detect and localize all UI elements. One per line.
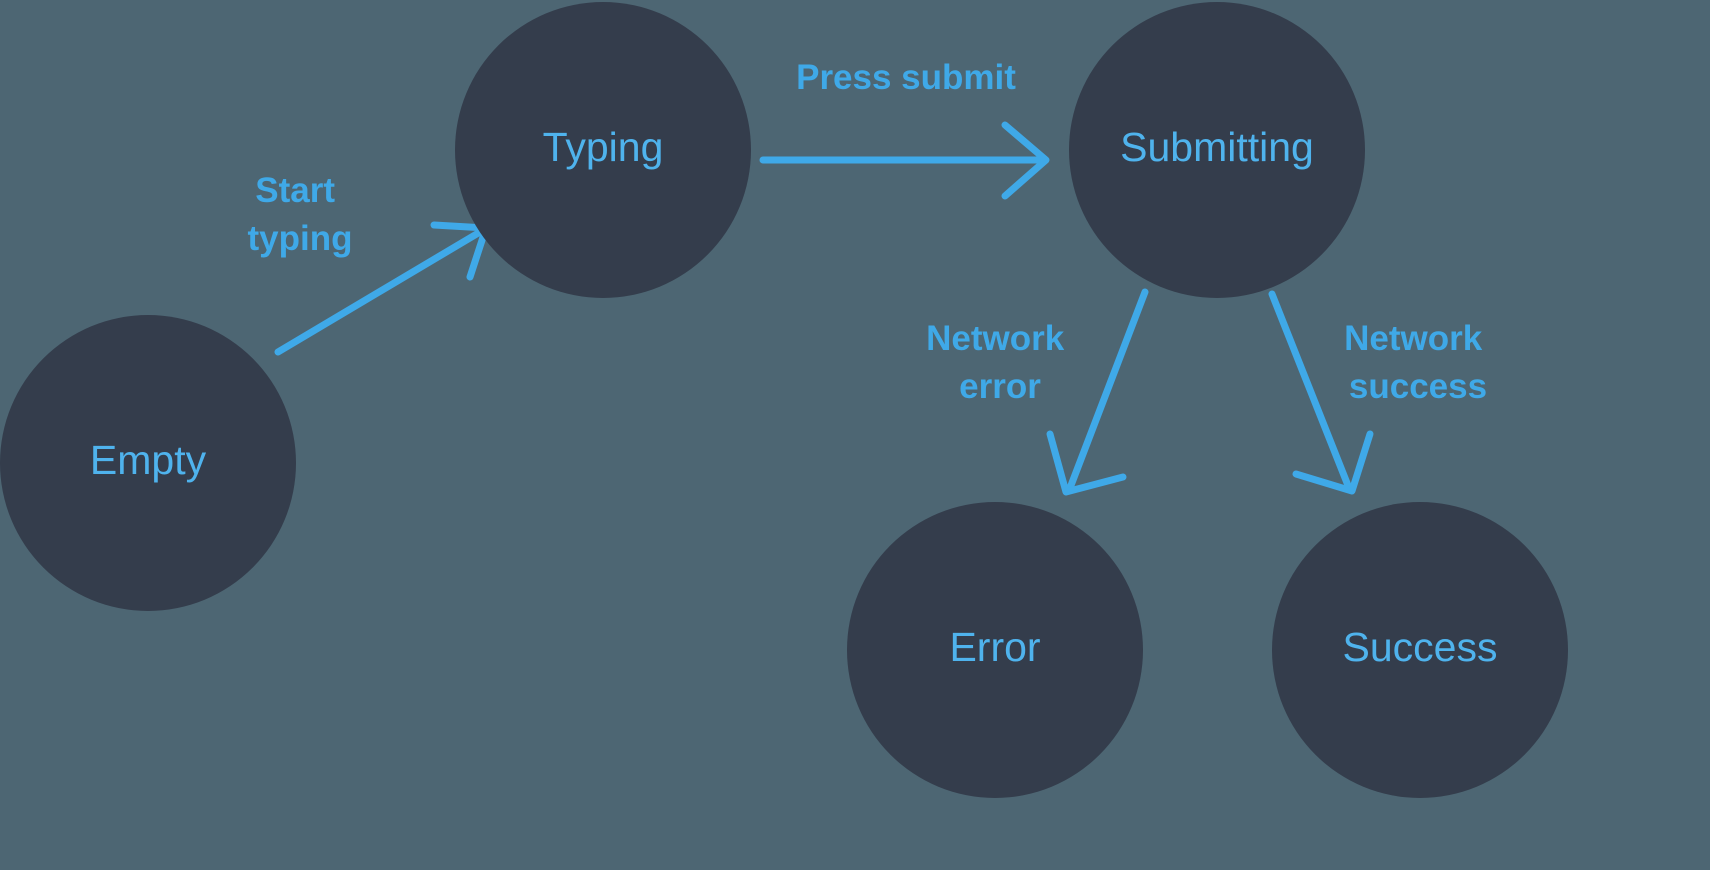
transition-label-line: success [1349, 367, 1487, 406]
transition-label-press-submit: Press submit [796, 58, 1016, 97]
state-label-error: Error [949, 624, 1040, 670]
nodes-layer: Empty Typing Submitting Error Success [0, 2, 1568, 798]
state-node-typing[interactable]: Typing [455, 2, 751, 298]
state-circle [847, 502, 1143, 798]
state-circle [1272, 502, 1568, 798]
transition-press-submit[interactable]: Press submit [759, 58, 1050, 200]
transition-label-line: Press submit [796, 58, 1016, 97]
state-node-submitting[interactable]: Submitting [1069, 2, 1365, 298]
state-circle [1069, 2, 1365, 298]
transition-label-line: Network [926, 319, 1065, 358]
state-label-success: Success [1343, 624, 1498, 670]
transition-line [1268, 290, 1353, 492]
state-circle [0, 315, 296, 611]
transition-label-line: Network [1344, 319, 1483, 358]
transition-label-network-success: Network success [1344, 319, 1492, 406]
transition-network-success[interactable]: Network success [1268, 290, 1492, 495]
state-node-error[interactable]: Error [847, 502, 1143, 798]
transition-label-line: typing [248, 219, 353, 258]
state-label-submitting: Submitting [1120, 124, 1314, 170]
state-label-empty: Empty [90, 437, 207, 483]
state-label-typing: Typing [543, 124, 664, 170]
arrowhead-icon [1001, 121, 1050, 200]
arrowhead-icon [1292, 430, 1374, 495]
transition-network-error[interactable]: Network error [926, 288, 1149, 496]
transition-start-typing[interactable]: Start typing [248, 171, 490, 356]
transition-line [274, 228, 484, 356]
edges-layer: Start typing Press submit Network error [248, 58, 1492, 496]
transition-label-line: Start [255, 171, 335, 210]
transition-line [1066, 288, 1149, 492]
state-circle [455, 2, 751, 298]
transition-label-network-error: Network error [926, 319, 1074, 406]
arrowhead-icon [1046, 430, 1127, 496]
transition-label-start-typing: Start typing [248, 171, 353, 258]
state-node-success[interactable]: Success [1272, 502, 1568, 798]
transition-label-line: error [959, 367, 1041, 406]
state-node-empty[interactable]: Empty [0, 315, 296, 611]
